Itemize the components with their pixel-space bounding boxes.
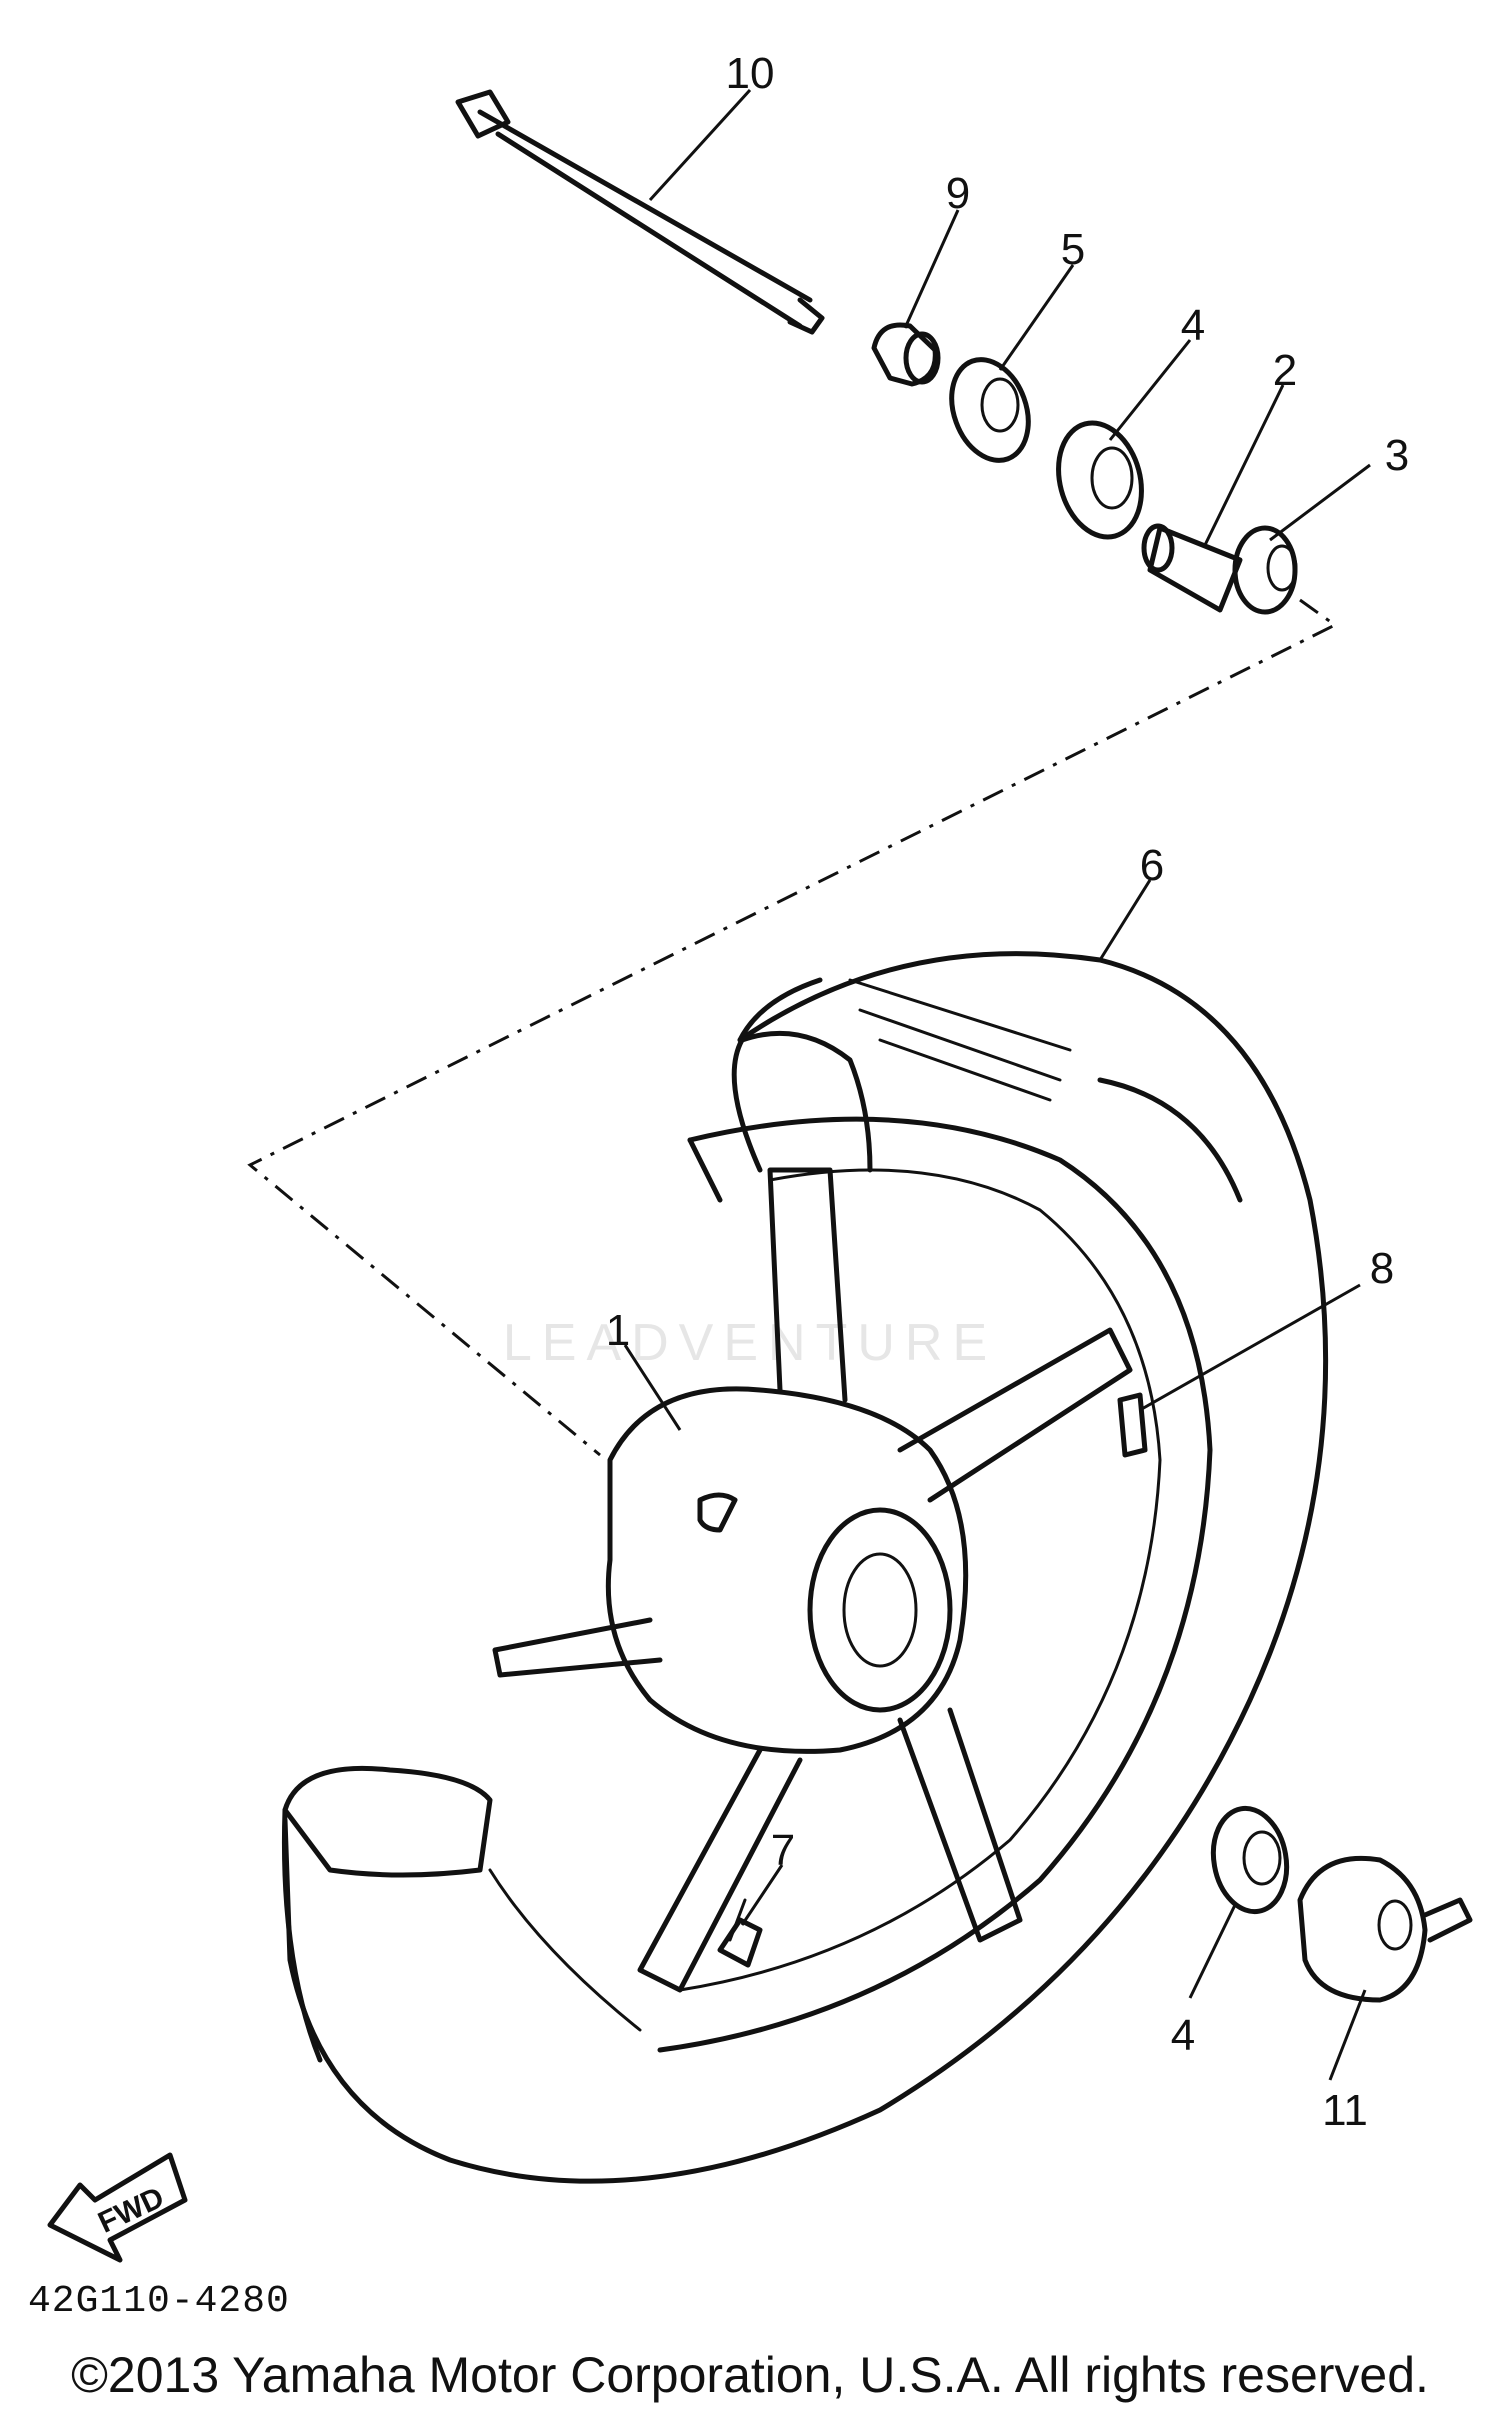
callout-10: 10 [726, 49, 775, 98]
fwd-arrow-icon: FWD [47, 2152, 188, 2263]
callout-3: 3 [1385, 431, 1409, 480]
balance-weight-part-8 [1117, 1392, 1148, 1458]
leader-lines [623, 88, 1371, 2081]
callout-8: 8 [1370, 1244, 1394, 1293]
callout-4-lower: 4 [1171, 2011, 1195, 2060]
callout-11: 11 [1322, 2086, 1368, 2135]
callout-9: 9 [946, 169, 970, 218]
assembly-line [247, 598, 1338, 1457]
watermark: LEADVENTURE [503, 1314, 997, 1372]
axle-part-10 [455, 89, 825, 335]
callout-5: 5 [1061, 225, 1085, 274]
tire-part-6 [281, 951, 1329, 2184]
callout-2: 2 [1273, 346, 1297, 395]
callout-4-upper: 4 [1181, 301, 1205, 350]
collar-part-9 [871, 322, 941, 387]
gear-unit-part-11 [1297, 1855, 1473, 2003]
callout-1: 1 [606, 1306, 630, 1355]
callout-6: 6 [1140, 841, 1164, 890]
bearing-part-4-lower [1210, 1805, 1290, 1915]
valve-part-7 [717, 1898, 763, 1968]
flange-part-3 [1232, 525, 1298, 615]
rim [488, 1116, 1213, 2053]
hub-part-1 [492, 1167, 1133, 1993]
copyright-notice: ©2013 Yamaha Motor Corporation, U.S.A. A… [71, 2347, 1429, 2403]
diagram-part-number: 42G110-4280 [28, 2280, 290, 2323]
callout-7: 7 [771, 1826, 795, 1875]
bearing-part-4-upper [1056, 420, 1144, 540]
spacer-part-2 [1141, 523, 1243, 613]
oil-seal-part-5 [949, 357, 1031, 463]
